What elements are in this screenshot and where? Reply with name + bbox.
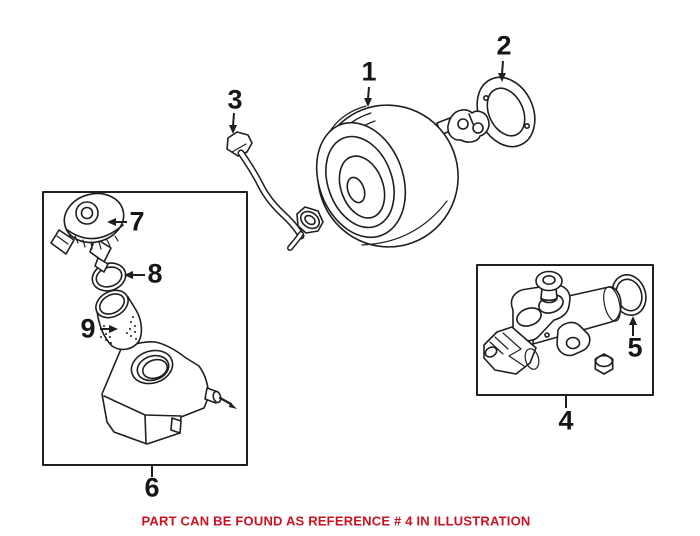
callout-arrow-7 <box>107 218 127 226</box>
callout-label-6: 6 <box>144 472 160 503</box>
callout-arrow-3 <box>229 112 237 134</box>
fluid-reservoir-drawing <box>101 341 237 445</box>
master-cylinder-group-box <box>476 264 654 396</box>
reservoir-filter-drawing <box>95 289 143 351</box>
master-cylinder-drawing <box>483 270 622 375</box>
callout-arrow-8 <box>124 271 145 279</box>
callout-arrow-2 <box>498 60 506 82</box>
callout-arrow-5 <box>629 316 637 336</box>
callout-label-1: 1 <box>361 56 377 87</box>
callout-label-2: 2 <box>496 30 512 61</box>
callout-arrows <box>100 60 637 477</box>
brake-booster-drawing <box>315 104 490 248</box>
caption-text: PART CAN BE FOUND AS REFERENCE # 4 IN IL… <box>141 513 531 529</box>
callout-label-8: 8 <box>147 258 163 289</box>
callout-label-9: 9 <box>80 313 96 344</box>
booster-gasket-drawing <box>476 76 536 148</box>
callout-label-5: 5 <box>627 332 643 363</box>
callout-arrow-9 <box>100 325 118 333</box>
reservoir-cap-drawing <box>50 192 125 273</box>
callout-label-7: 7 <box>129 206 145 237</box>
reservoir-group-box <box>42 191 248 466</box>
callout-arrow-1 <box>364 86 372 107</box>
callout-label-3: 3 <box>227 84 243 115</box>
callout-label-4: 4 <box>558 405 574 436</box>
vacuum-hose-drawing <box>226 131 324 251</box>
